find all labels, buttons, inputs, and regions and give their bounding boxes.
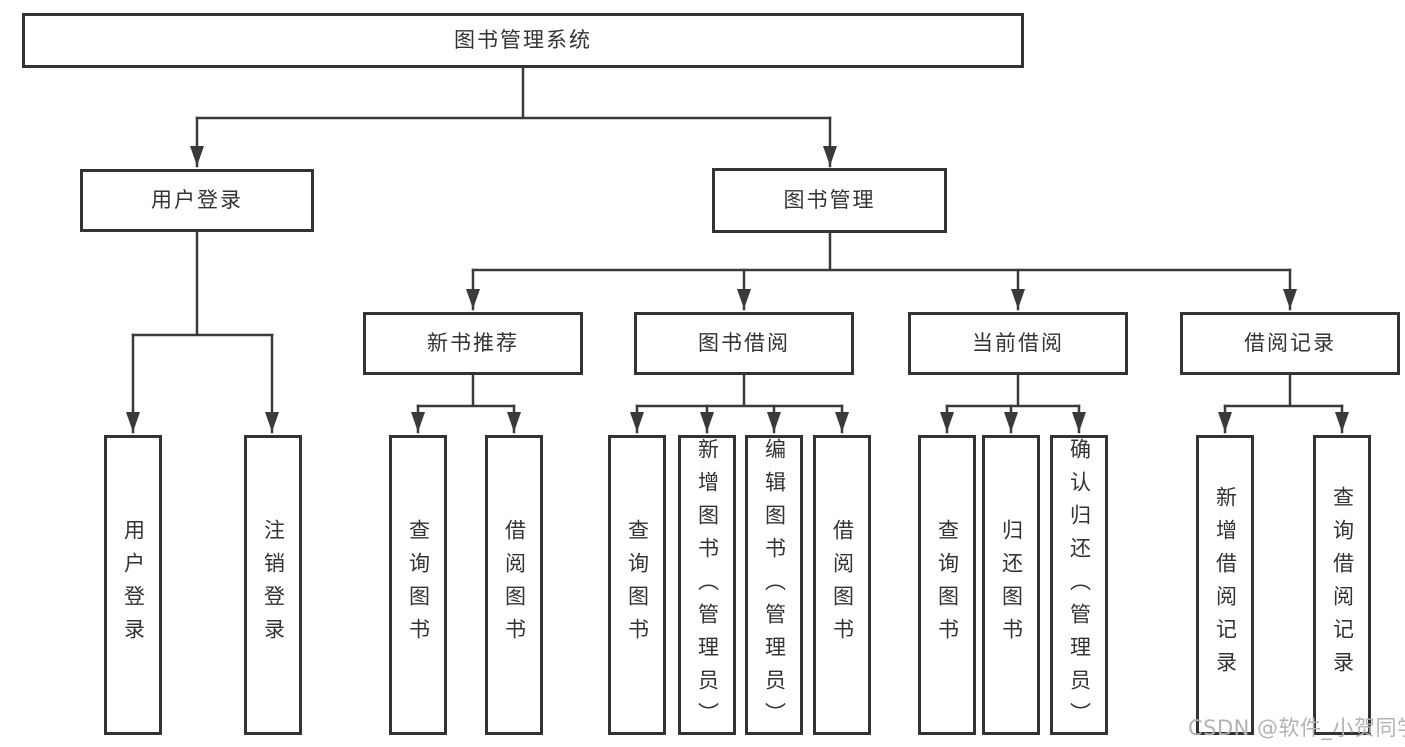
leaf-current-confirm-return-admin-label: 确认归还（管理员） (1067, 438, 1092, 735)
leaf-bookborrow-add-admin: 新增图书（管理员） (678, 435, 736, 735)
node-current-borrowing: 当前借阅 (908, 312, 1128, 375)
leaf-newbook-query-label: 查询图书 (406, 519, 431, 651)
leaf-bookborrow-query: 查询图书 (608, 435, 666, 735)
leaf-current-confirm-return-admin: 确认归还（管理员） (1050, 435, 1108, 735)
node-root-label: 图书管理系统 (454, 27, 592, 52)
leaf-current-return-label: 归还图书 (999, 519, 1024, 651)
watermark: CSDN @软件_小贺同学 (1188, 716, 1405, 740)
leaf-newbook-borrow-label: 借阅图书 (502, 519, 527, 651)
leaf-bookborrow-borrow: 借阅图书 (813, 435, 871, 735)
node-book-borrowing-label: 图书借阅 (698, 330, 790, 355)
leaf-newbook-borrow: 借阅图书 (485, 435, 543, 735)
node-root: 图书管理系统 (22, 13, 1024, 68)
node-borrow-records-label: 借阅记录 (1244, 330, 1336, 355)
node-book-borrowing: 图书借阅 (634, 312, 854, 375)
node-book-management-label: 图书管理 (783, 187, 876, 212)
leaf-bookborrow-edit-admin-label: 编辑图书（管理员） (762, 438, 787, 735)
leaf-current-return: 归还图书 (982, 435, 1040, 735)
leaf-user-login-label: 用户登录 (121, 519, 146, 651)
node-new-book-recommend: 新书推荐 (363, 312, 583, 375)
leaf-newbook-query: 查询图书 (389, 435, 447, 735)
leaf-bookborrow-borrow-label: 借阅图书 (830, 519, 855, 651)
leaf-current-query: 查询图书 (918, 435, 976, 735)
leaf-user-login: 用户登录 (104, 435, 162, 735)
node-book-management: 图书管理 (712, 168, 947, 233)
node-new-book-recommend-label: 新书推荐 (427, 330, 519, 355)
leaf-logout: 注销登录 (244, 435, 302, 735)
node-user-login-label: 用户登录 (151, 187, 243, 212)
node-borrow-records: 借阅记录 (1180, 312, 1400, 375)
leaf-current-query-label: 查询图书 (935, 519, 960, 651)
leaf-records-add-label: 新增借阅记录 (1213, 486, 1238, 684)
node-current-borrowing-label: 当前借阅 (972, 330, 1064, 355)
node-user-login: 用户登录 (80, 169, 314, 232)
leaf-records-query: 查询借阅记录 (1313, 435, 1371, 735)
leaf-records-query-label: 查询借阅记录 (1330, 486, 1355, 684)
leaf-bookborrow-query-label: 查询图书 (625, 519, 650, 651)
leaf-bookborrow-add-admin-label: 新增图书（管理员） (695, 438, 720, 735)
leaf-records-add: 新增借阅记录 (1196, 435, 1254, 735)
leaf-logout-label: 注销登录 (261, 519, 286, 651)
leaf-bookborrow-edit-admin: 编辑图书（管理员） (745, 435, 803, 735)
